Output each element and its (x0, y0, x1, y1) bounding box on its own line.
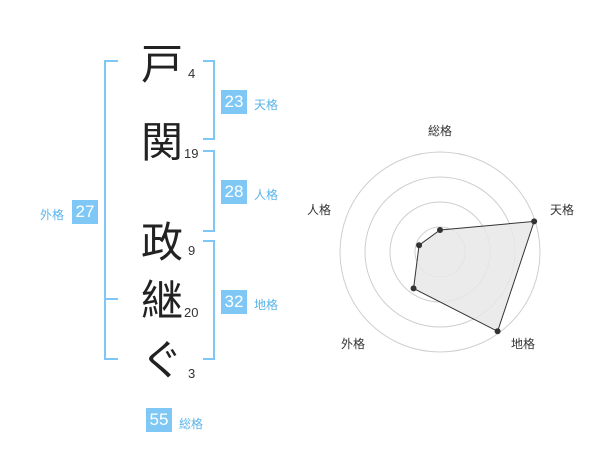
stroke-count-5: 3 (188, 366, 196, 381)
stroke-count-3: 9 (188, 243, 196, 258)
stroke-count-2: 19 (184, 146, 199, 161)
stroke-count-4: 20 (184, 305, 199, 320)
radar-ring (339, 151, 541, 353)
chikaku-bracket-bottom (203, 358, 215, 360)
chikaku-label: 地格 (254, 298, 279, 312)
radar-point-chikaku (494, 328, 501, 335)
jinkaku-badge: 28 (221, 180, 247, 204)
radar-label-chikaku: 地格 (511, 337, 536, 351)
radar-ring (389, 201, 491, 303)
radar-rings (339, 151, 541, 353)
soukaku-label: 総格 (179, 417, 204, 431)
gaikaku-badge: 27 (72, 200, 98, 224)
name-char-4: 継 (141, 276, 184, 325)
gaikaku-bracket-vertical (104, 60, 106, 360)
gaikaku-bracket-bottom (104, 358, 118, 360)
jinkaku-label: 人格 (254, 188, 279, 202)
gaikaku-label: 外格 (40, 208, 65, 222)
jinkaku-bracket-bottom (203, 230, 215, 232)
gaikaku-bracket-mid (104, 298, 118, 300)
radar-points (410, 218, 538, 335)
radar-label-soukaku: 総格 (428, 124, 453, 138)
radar-point-gaikaku (410, 285, 417, 292)
radar-point-tenkaku (531, 218, 538, 225)
radar-polygon (413, 220, 535, 332)
radar-ring (414, 226, 466, 278)
radar-point-soukaku (437, 227, 443, 233)
radar-label-gaikaku: 外格 (341, 337, 366, 351)
radar-label-tenkaku: 天格 (550, 203, 575, 217)
radar-label-jinkaku: 人格 (307, 203, 332, 217)
name-char-3: 政 (141, 218, 184, 267)
jinkaku-bracket-vertical (213, 150, 215, 232)
name-char-1: 戸 (141, 40, 184, 89)
soukaku-badge: 55 (146, 408, 172, 432)
tenkaku-bracket-top (203, 60, 215, 62)
stroke-count-1: 4 (188, 66, 196, 81)
radar-point-jinkaku (416, 242, 423, 249)
gaikaku-bracket-top (104, 60, 118, 62)
tenkaku-badge: 23 (221, 90, 247, 114)
radar-ring (364, 176, 516, 328)
tenkaku-bracket-bottom (203, 138, 215, 140)
chikaku-bracket-vertical (213, 240, 215, 360)
chikaku-bracket-top (203, 240, 215, 242)
name-char-2: 関 (141, 118, 184, 167)
tenkaku-label: 天格 (254, 98, 279, 112)
tenkaku-bracket-vertical (213, 60, 215, 140)
jinkaku-bracket-top (203, 150, 215, 152)
name-char-5: ぐ (141, 336, 184, 385)
chikaku-badge: 32 (221, 290, 247, 314)
